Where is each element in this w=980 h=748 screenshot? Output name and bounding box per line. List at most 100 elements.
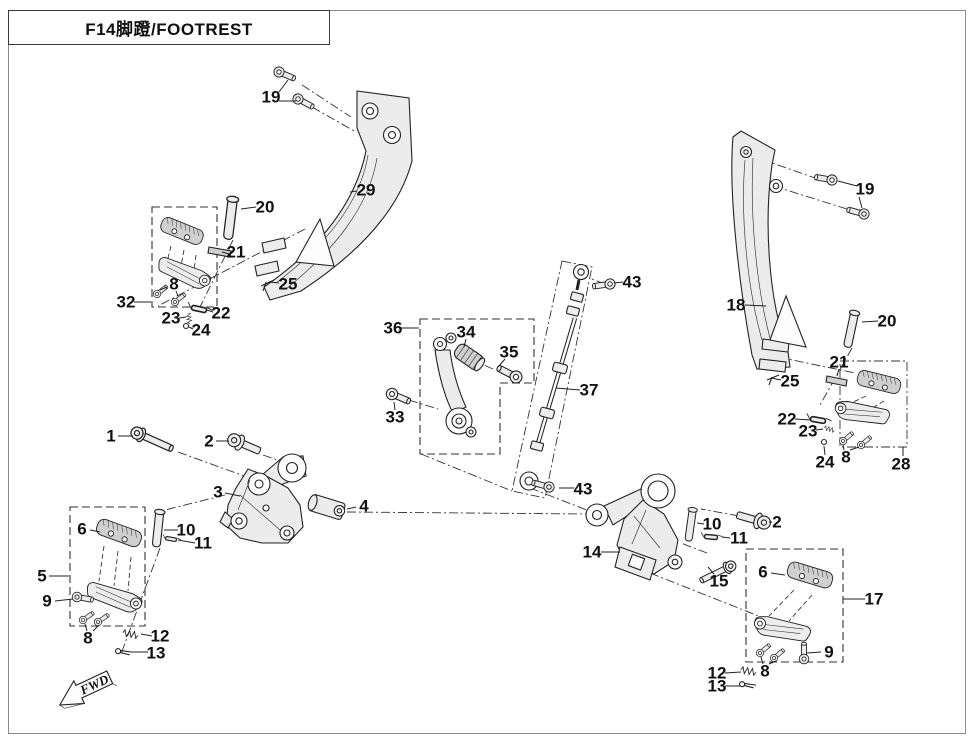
callout-14: 14 (583, 543, 602, 562)
leader-line-6 (89, 529, 101, 533)
bolt-8 (169, 290, 188, 308)
leader-line-20 (240, 206, 257, 210)
fwd-arrow: FWD (58, 670, 118, 709)
leader-line-29 (349, 190, 358, 193)
bolt-33 (384, 386, 413, 408)
callout-2: 2 (204, 432, 213, 451)
leader-line-34 (463, 338, 467, 348)
leader-line-37 (555, 387, 581, 391)
callout-8: 8 (83, 629, 92, 648)
bolt-2-left (224, 429, 264, 460)
clip-21-right (825, 375, 848, 387)
leader-line-35 (497, 358, 506, 368)
group-box-17 (745, 548, 844, 663)
leader-line-8 (760, 656, 764, 665)
title-box: F14脚蹬/FOOTREST (8, 10, 330, 45)
alignment-tick-25-right (766, 374, 780, 386)
callout-33: 33 (386, 408, 405, 427)
leader-line-12 (140, 633, 153, 637)
ball-24-right (820, 438, 828, 446)
callout-12: 12 (151, 627, 170, 646)
callout-24: 24 (192, 321, 211, 340)
page-title: F14脚蹬/FOOTREST (85, 20, 253, 39)
alignment-tick-25-left (260, 279, 275, 292)
callout-17: 17 (865, 590, 884, 609)
clip-21-left (207, 246, 232, 258)
leader-line-15 (707, 566, 715, 575)
callout-23: 23 (162, 309, 181, 328)
callout-6: 6 (758, 563, 767, 582)
callout-13: 13 (708, 677, 727, 696)
pin-10-right (683, 506, 699, 543)
bolt-8 (92, 611, 112, 628)
pedal-bracket-3 (127, 423, 346, 544)
leader-line-25 (770, 377, 782, 381)
callout-36: 36 (384, 319, 403, 338)
bolt-8 (768, 646, 787, 664)
leader-line-11 (721, 536, 731, 539)
cotter-pin-13-left (114, 647, 133, 657)
shift-rod-37 (519, 263, 590, 491)
callout-11: 11 (194, 534, 212, 553)
leader-line-23 (178, 316, 187, 319)
leader-line-23 (815, 428, 824, 431)
gearshift-lever-36 (432, 332, 525, 438)
pin-10-left (150, 508, 166, 548)
bolt-8 (754, 641, 773, 659)
bushing-4 (307, 494, 346, 520)
footrest-bracket-right-18 (731, 130, 807, 386)
leader-line-9 (806, 651, 822, 654)
bolt-1 (127, 423, 177, 457)
pin-20-right (841, 308, 861, 349)
callout-8: 8 (169, 275, 178, 294)
callout-21: 21 (830, 353, 849, 372)
callout-2: 2 (772, 513, 781, 532)
callout-19: 19 (262, 88, 281, 107)
callout-15: 15 (710, 572, 729, 591)
leader-line-8 (849, 446, 860, 451)
spring-23-right (823, 425, 836, 433)
spring-12-left (121, 629, 139, 639)
leader-line-4 (346, 506, 357, 510)
callout-22: 22 (778, 410, 797, 429)
callout-29: 29 (357, 181, 376, 200)
callout-8: 8 (841, 448, 850, 467)
callout-28: 28 (892, 455, 911, 474)
bolt-19-left-b (290, 91, 317, 113)
leader-line-24 (823, 445, 826, 456)
callout-8: 8 (760, 662, 769, 681)
leader-line-21 (836, 368, 840, 377)
spring-12-right (739, 666, 757, 676)
callout-13: 13 (147, 644, 166, 663)
callout-11: 11 (730, 529, 748, 548)
callout-10: 10 (177, 521, 196, 540)
callout-23: 23 (799, 422, 818, 441)
leader-line-8 (92, 624, 100, 632)
callout-19: 19 (856, 180, 875, 199)
footrest-bracket-left-29 (254, 90, 413, 301)
callout-22: 22 (212, 304, 231, 323)
callout-1: 1 (106, 427, 115, 446)
footpeg-group-28 (804, 368, 903, 451)
callout-6: 6 (77, 520, 86, 539)
callout-32: 32 (117, 293, 136, 312)
callout-20: 20 (256, 198, 275, 217)
callout-21: 21 (227, 243, 246, 262)
fwd-label: FWD (77, 671, 112, 698)
leader-line-21 (221, 251, 230, 255)
callout-43: 43 (623, 273, 642, 292)
callout-5: 5 (37, 567, 46, 586)
leader-line-20 (861, 320, 879, 323)
callout-4: 4 (359, 497, 369, 516)
leader-line-12 (724, 671, 742, 674)
leader-line-8 (159, 286, 168, 291)
callout-18: 18 (727, 296, 746, 315)
ball-24-left (182, 322, 190, 330)
leader-line-43 (613, 281, 624, 284)
callout-37: 37 (580, 381, 599, 400)
leader-line-11 (177, 539, 196, 544)
footpeg-group-17 (738, 559, 835, 690)
leader-line-22 (794, 418, 812, 421)
leader-line-6 (770, 572, 786, 576)
